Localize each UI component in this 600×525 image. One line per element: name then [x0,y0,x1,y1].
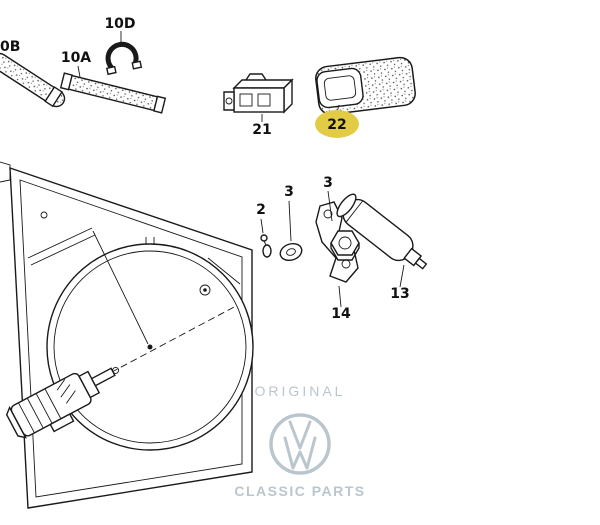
watermark-line2: CLASSIC PARTS [234,483,365,499]
label-10d[interactable]: 10D [104,16,135,32]
leader-13 [399,264,405,288]
part-10d-clamp [105,41,143,76]
part-2-screw [260,234,272,258]
label-0b[interactable]: 0B [0,39,20,55]
part-21-connector [223,73,294,114]
label-13[interactable]: 13 [390,286,409,302]
watermark-line1: ORIGINAL [255,383,346,399]
watermark: ORIGINAL CLASSIC PARTS [234,383,365,499]
highlight-ellipse [315,110,359,138]
part-10a-hose [59,72,167,114]
label-2[interactable]: 2 [256,202,266,218]
label-10a[interactable]: 10A [61,50,91,66]
part-3-nut [330,230,360,261]
label-21[interactable]: 21 [252,122,271,138]
part-22-air-duct [315,56,416,116]
leader-2 [260,218,264,234]
fan-motor [5,366,120,439]
leader-14 [338,285,342,308]
part-13-cylinder [336,193,428,270]
part-0b-hose [0,52,66,108]
fan-shroud [0,161,254,509]
vw-logo-icon [269,413,331,475]
label-22[interactable]: 22 [327,117,346,133]
label-3-nut[interactable]: 3 [323,175,333,191]
leader-3-nut [327,190,333,222]
part-3-washer [279,242,303,262]
leader-10a [77,65,81,78]
leader-3-washer [288,200,292,242]
axis-centerline [13,305,237,425]
label-14[interactable]: 14 [331,306,351,322]
label-3-washer[interactable]: 3 [284,184,294,200]
